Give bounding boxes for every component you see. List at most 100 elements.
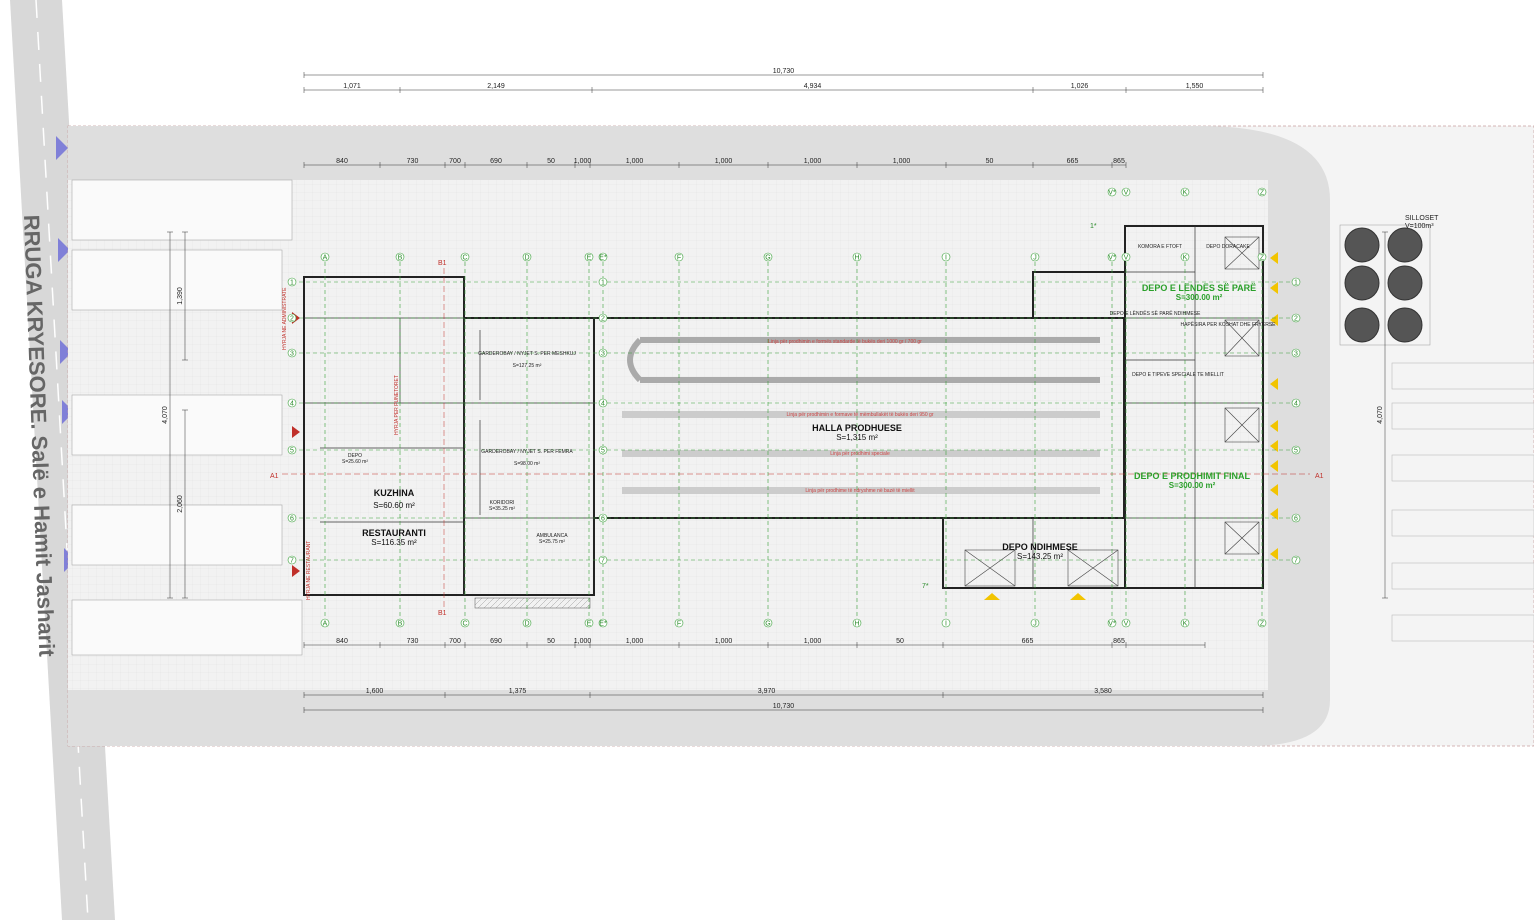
grid-col-bubble-top [1107,187,1117,197]
grid-col-bubble [1107,618,1117,628]
grid-row-label: 1 [290,280,294,287]
dim-top-row3-label: 700 [449,158,461,165]
dim-top-row3-label: 665 [1067,158,1079,165]
grid-col-label: E [587,255,592,262]
grid-row-bubble [1291,555,1301,565]
grid-row-bubble [287,398,297,408]
grid-row-label: 1 [601,280,605,287]
grid-col-label: G [765,621,770,628]
dim-top-row1-label: 1,550 [1186,83,1204,90]
grid-row-bubble [287,555,297,565]
grid-col-bubble [1121,252,1131,262]
grid-row-bubble [1291,445,1301,455]
ambulanca: AMBULANCA [536,533,568,539]
entrance-restaurant: HYRJA NE RESTAURANT [306,541,312,600]
koshat: HAPËSIRA PER KOSHAT DHE FRYERSE [1180,321,1276,328]
grid-row-bubble [598,313,608,323]
garderoba-m: GARDEROBAY / NYJET S. PER MESHKUJ [478,351,576,357]
loading-markers [984,252,1278,600]
grid-col-label: K [1183,621,1188,628]
dim-bottom-row1-label: 1,000 [804,638,822,645]
depo-small-area: S=25.60 m² [342,459,368,465]
grid-col-label: V* [1108,621,1116,628]
grid-row-label: 4 [601,401,605,408]
grid-col-label: E* [599,255,607,262]
dim-top-row3-label: 1,000 [893,158,911,165]
grid-col-label: V [1124,621,1129,628]
grid-row-label: 7 [1294,558,1298,565]
dim-bottom-row1-label: 665 [1022,638,1034,645]
grid-row-bubble [598,445,608,455]
dim-bottom-row1-label: 700 [449,638,461,645]
grid-col-bubble [852,618,862,628]
dim-bottom-row1-label: 50 [896,638,904,645]
grid-row-bubble [287,348,297,358]
depo-final-name: DEPO E PRODHIMIT FINAL [1134,471,1251,481]
grid-row-bubble [287,313,297,323]
section-a1-left: A1 [270,473,279,480]
dim-top-row3-label: 840 [336,158,348,165]
section-a1-right: A1 [1315,473,1324,480]
grid-col-label: J [1033,255,1037,262]
grid-col-bubble [522,252,532,262]
grid-col-bubble [763,618,773,628]
grid-col-label: J [1033,621,1037,628]
grid-col-bubble [1030,618,1040,628]
dim-top-row3-label: 730 [407,158,419,165]
silos [1344,227,1423,343]
grid-col-bubble-top [1121,187,1131,197]
grid-row-label: 6 [1294,516,1298,523]
grid-col-bubble [584,252,594,262]
grid-col-label: B [398,621,403,628]
depo-lende-ndihmese: DEPO E LËNDËS SË PARË NDIHMESE [1110,310,1201,317]
grid-col-label: H [854,255,859,262]
grid-col-label: C [462,621,467,628]
dim-top-row3-label: 50 [986,158,994,165]
depo-lende-name: DEPO E LËNDËS SË PARË [1142,283,1256,293]
grid-row-bubble [598,277,608,287]
grid-col-label: A [323,621,328,628]
ambulanca-area: S=25.75 m² [539,539,565,545]
grid-col-label: B [398,255,403,262]
grid-row-label: 2 [601,316,605,323]
restaurant-name: RESTAURANTI [362,528,426,538]
dim-top-row3-label: 1,000 [804,158,822,165]
dim-left-mid-label: 2,060 [177,495,184,513]
hall-name: HALLA PRODHUESE [812,423,902,433]
grid-row-label: 2 [1294,316,1298,323]
line4-label: Linja për prodhime të ndryshme në bazë t… [805,488,915,494]
grid-row-label: 6 [601,516,605,523]
grid-row-bubble [1291,313,1301,323]
line3-label: Linja për prodhimi speciale [830,451,890,457]
grid-row-bubble [598,513,608,523]
kitchen-area: S=60.60 m² [373,501,415,510]
dim-bottom-row1-label: 840 [336,638,348,645]
dim-top-row1-label: 2,149 [487,83,505,90]
garderoba-m-area: S=127.25 m² [513,363,542,369]
grid-col-label: Z [1260,621,1265,628]
grid-col-label: D [524,621,529,628]
silos-label: SILLOSET [1405,215,1439,222]
dim-right-total-label: 4,070 [1377,406,1384,424]
grid-col-bubble [1107,252,1117,262]
depo-small: DEPO [348,453,362,459]
grid-row-label: 7 [601,558,605,565]
parking-left [71,179,303,656]
grid-col-bubble [598,618,608,628]
room-labels: HALLA PRODHUESE S=1,315 m² KUZHINA S=60.… [342,244,1276,561]
grid-row-star: 1* [1090,223,1097,230]
grid-col-bubble [763,252,773,262]
grid-col-bubble [1180,252,1190,262]
dim-top-row3-label: 865 [1113,158,1125,165]
dim-bottom-row1-label: 50 [547,638,555,645]
grid-row-label: 5 [601,448,605,455]
grid-col-bubble [460,252,470,262]
dim-bottom-row1-label: 1,000 [715,638,733,645]
grid-col-label: F [677,255,681,262]
grid-row-star: 7* [922,583,929,590]
grid-row-label: 3 [290,351,294,358]
korridor-area: S=35.25 m² [489,506,515,512]
grid-col-label: A [323,255,328,262]
